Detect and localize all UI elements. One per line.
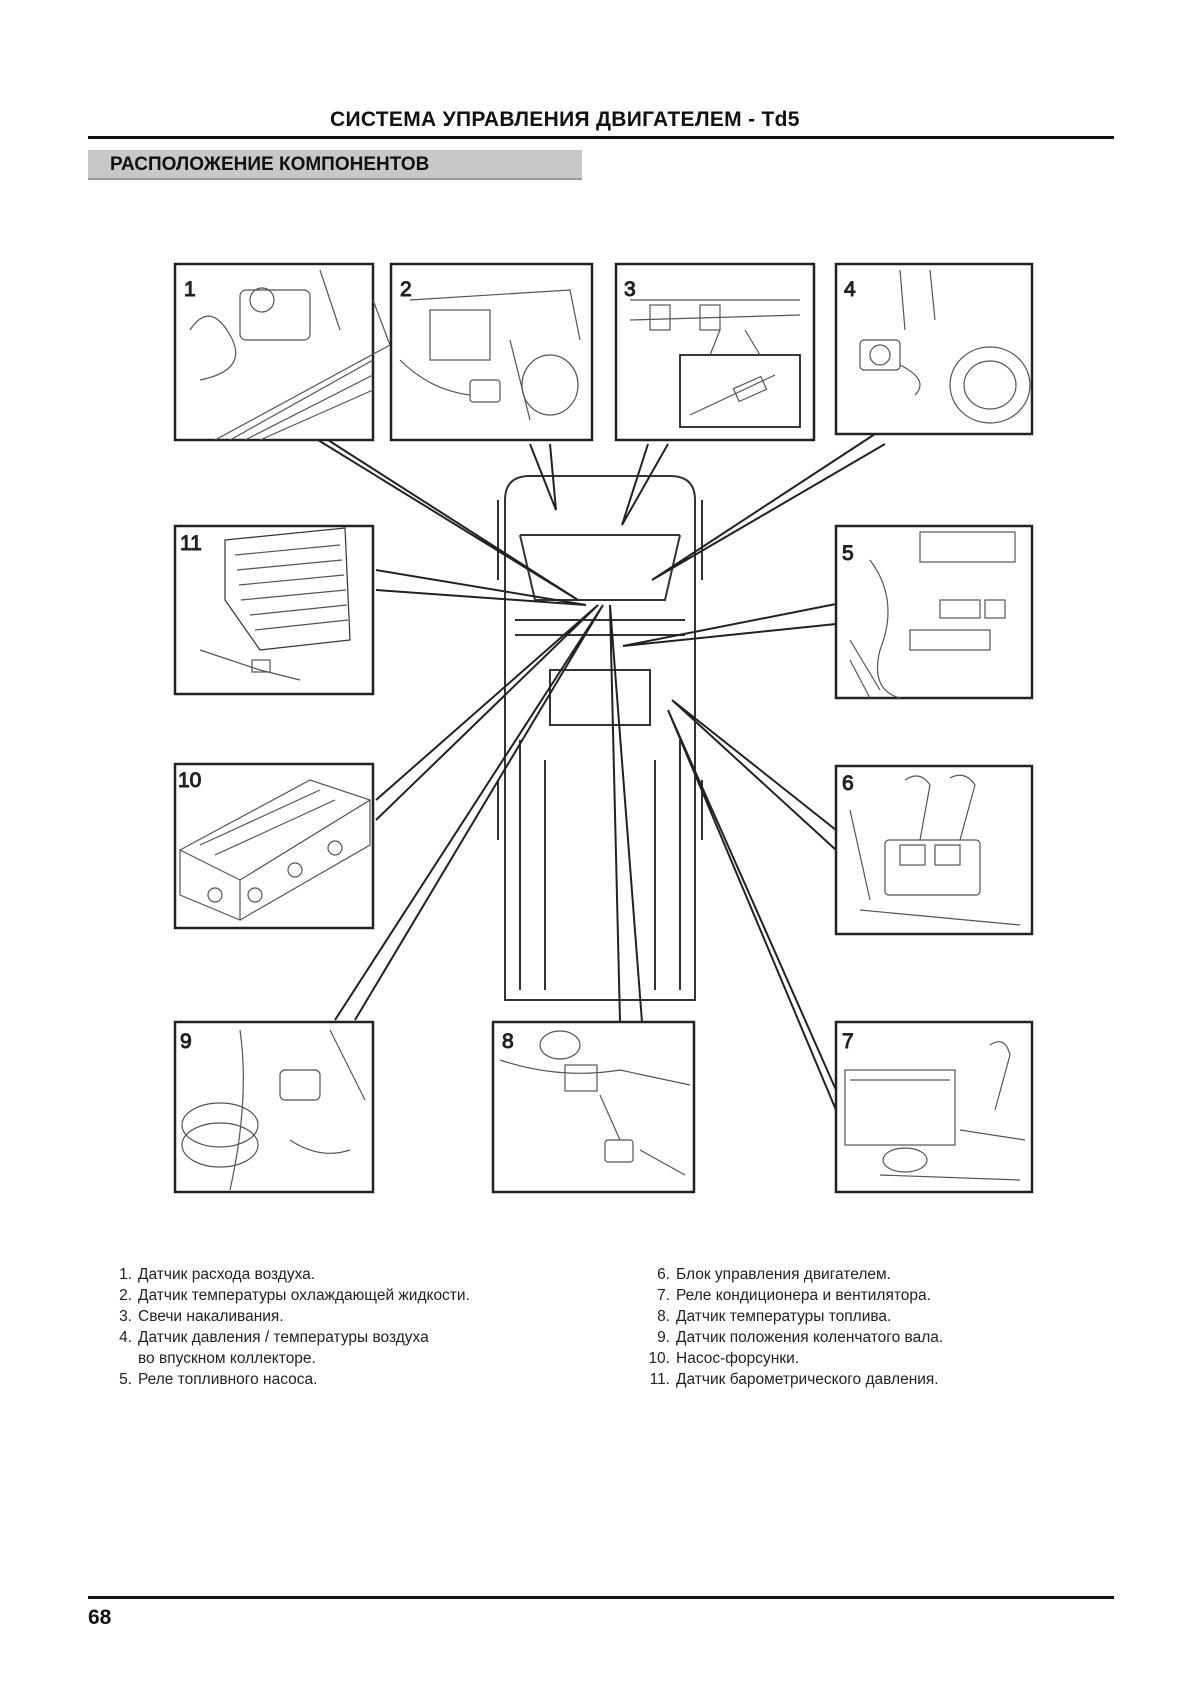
panel-9-number: 9: [180, 1030, 192, 1053]
panel-11-barometric-pressure-sensor: 11: [173, 524, 375, 696]
legend-item-11: 11.Датчик барометрического давления.: [649, 1371, 939, 1388]
section-heading-bar: РАСПОЛОЖЕНИЕ КОМПОНЕНТОВ: [88, 150, 582, 180]
panel-7-number: 7: [842, 1030, 854, 1053]
panel-10-injectors: 10: [173, 762, 375, 930]
page-title: СИСТЕМА УПРАВЛЕНИЯ ДВИГАТЕЛЕМ - Td5: [330, 108, 800, 131]
panel-7-ac-fan-relay: 7: [834, 1020, 1034, 1194]
panel-11-sketch: [199, 527, 351, 681]
legend-item-9: 9.Датчик положения коленчатого вала.: [657, 1329, 944, 1346]
panel-3-glow-plugs: 3: [614, 262, 816, 442]
panel-5-sketch: [849, 531, 1016, 699]
panel-3-sketch: [629, 299, 801, 428]
panel-1-number: 1: [184, 278, 196, 301]
legend-item-4: 4.Датчик давления / температуры воздуха: [119, 1329, 429, 1346]
legend-item-5: 5.Реле топливного насоса.: [119, 1371, 318, 1388]
panel-2-number: 2: [400, 278, 412, 301]
legend-item-7: 7.Реле кондиционера и вентилятора.: [657, 1287, 931, 1304]
panel-10-sketch: [178, 779, 372, 921]
legend-right-column: 6.Блок управления двигателем. 7.Реле кон…: [640, 1264, 1110, 1390]
panel-10-number: 10: [178, 769, 201, 792]
panel-4-map-sensor: 4: [834, 262, 1034, 436]
panel-5-number: 5: [842, 542, 854, 565]
legend-item-1: 1.Датчик расхода воздуха.: [119, 1266, 316, 1283]
panel-7-sketch: [844, 1041, 1026, 1181]
panel-1-air-flow-sensor: 1: [173, 262, 391, 442]
header-rule: [88, 136, 1114, 139]
legend-item-10: 10.Насос-форсунки.: [648, 1350, 800, 1367]
panel-4-number: 4: [844, 278, 856, 301]
legend-item-8: 8.Датчик температуры топлива.: [657, 1308, 892, 1325]
legend-item-3: 3.Свечи накаливания.: [119, 1308, 284, 1325]
panel-8-sketch: [499, 1030, 691, 1176]
leader-lines: [317, 433, 886, 1111]
panel-8-number: 8: [502, 1030, 514, 1053]
panel-5-fuel-pump-relay: 5: [834, 524, 1034, 700]
vehicle-outline: [497, 475, 703, 1001]
legend-item-6: 6.Блок управления двигателем.: [657, 1266, 891, 1283]
panel-2-sketch: [399, 289, 581, 421]
legend-item-2: 2.Датчик температуры охлаждающей жидкост…: [119, 1287, 470, 1304]
panel-11-number: 11: [180, 532, 202, 555]
panel-2-coolant-temp-sensor: 2: [389, 262, 594, 442]
panel-6-sketch: [849, 774, 1021, 926]
panel-3-number: 3: [624, 278, 636, 301]
footer-rule: [88, 1596, 1114, 1599]
legend-left-column: 1.Датчик расхода воздуха. 2.Датчик темпе…: [110, 1264, 630, 1390]
panel-6-number: 6: [842, 772, 854, 795]
page-number: 68: [88, 1606, 112, 1629]
panel-4-sketch: [859, 269, 1031, 424]
panel-6-engine-control-module: 6: [834, 764, 1034, 936]
panel-9-sketch: [181, 1029, 366, 1191]
panel-8-fuel-temp-sensor: 8: [491, 1020, 696, 1194]
panel-9-crankshaft-position-sensor: 9: [173, 1020, 375, 1194]
section-title: РАСПОЛОЖЕНИЕ КОМПОНЕНТОВ: [110, 154, 430, 175]
legend-item-4-continuation: во впускном коллекторе.: [138, 1350, 316, 1367]
panels: 1 2 3: [173, 262, 1034, 1194]
